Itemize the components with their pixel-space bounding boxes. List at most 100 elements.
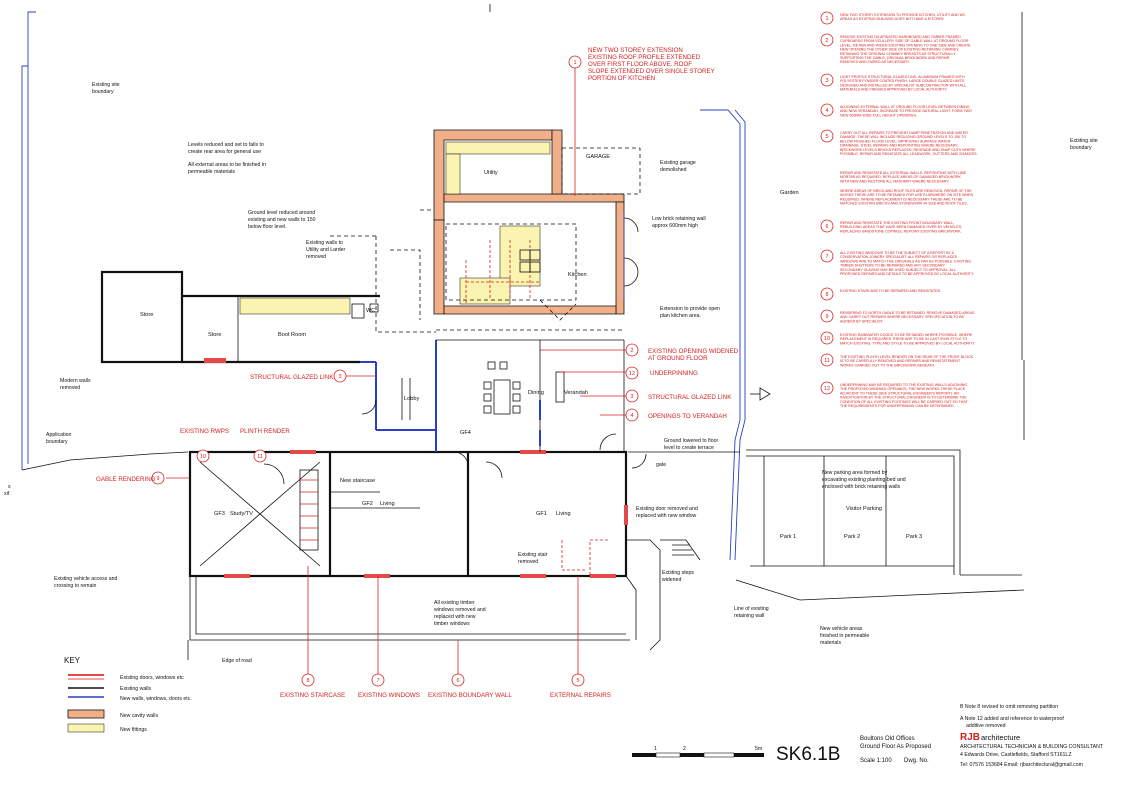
key-swatches [67,674,105,733]
callout-4-text: OPENINGS TO VERANDAH [648,413,727,420]
note-3-text: LIGHT PROFILE STRUCTURAL GLAZED LINK, AL… [840,75,966,92]
scale-bar [632,752,764,758]
callout-7-text: EXISTING WINDOWS [358,692,420,699]
notes-column: NEW TWO STOREY EXTENSION TO PROVIDE KITC… [840,13,977,408]
note-bubble-5 [820,129,834,143]
note-general-text: WHERE AREAS OF BRICK AND ROOF TILES ARE … [840,189,974,206]
callout-bubble-number: 10 [200,454,206,460]
callout-bubble-8 [301,673,315,687]
callout-bubble-number: 2 [631,348,634,354]
dwg-label: Dwg. No. [904,758,929,764]
note-bubble-number: 8 [826,292,829,298]
note-5-text: CARRY OUT ALL REPAIRS TO PREVENT DAMP PE… [840,131,977,156]
room-verandah: Verandah [564,390,588,396]
callout-bubble-number: 8 [307,678,310,684]
note-bubble-number: 2 [826,38,829,44]
note-general-text: REPAIR AND REINSTATE ALL EXTERNAL WALLS,… [840,171,967,183]
firm-address: 4 Edwards Drive, Castlefields, Stafford … [960,752,1072,758]
callout-bubble-1 [568,55,582,69]
callout-bubble-11 [253,449,267,463]
scale-label: Scale 1:100 [860,758,892,764]
parking-bay-3: Park 3 [906,534,922,540]
callout-bubble-number: 4 [631,413,634,419]
callout-bubble-number: 9 [157,476,160,482]
room-garage: GARAGE [586,154,610,160]
gate-label: gate [656,462,666,468]
rear-wing-walls [100,270,436,431]
note-bubble-number: 6 [826,224,829,230]
callout-bubble-12 [625,366,639,380]
note-bubble-12 [820,381,834,395]
callout-bubble-6 [451,673,465,687]
callout-3b-text: STRUCTURAL GLAZED LINK [648,394,732,401]
dining-verandah [435,329,625,452]
callout-9-text: GABLE RENDERING [96,476,156,483]
callout-3a-text: STRUCTURAL GLAZED LINK [250,374,334,381]
callout-6-text: EXISTING BOUNDARY WALL [428,692,512,699]
callout-bubble-number: 12 [629,371,635,377]
note-bubble-number: 7 [826,254,829,260]
room-wc: WC [366,308,375,314]
note-bubble-number: 12 [824,386,830,392]
note-10-text: EXISTING RAINWATER GOODS TO BE RETAINED … [840,333,975,345]
room-store-1: Store [140,312,153,318]
key-title: KEY [64,656,81,665]
revision-a: A Note 12 added and reference to waterpr… [960,716,1064,722]
scale-tick-2: 2 [683,746,686,752]
room-living-1: Living [556,511,571,517]
firm-suffix: architecture [981,733,1020,742]
note-bubble-2 [820,33,834,47]
note-6-text: REPAIR AND REINSTATE THE EXISTING FRONT … [840,221,962,233]
front-block-walls [187,450,701,660]
room-lobby: Lobby [404,396,419,402]
revision-a-cont: additive removed [966,723,1006,729]
callout-bubble-9 [151,471,165,485]
callout-bubble-number: 5 [577,678,580,684]
project-name: Boultons Old Offices [860,736,915,742]
parking-bay-2: Park 2 [844,534,860,540]
callout-bubble-number: 3 [631,394,634,400]
room-utility: Utility [484,170,498,176]
note-bubble-number: 4 [826,108,829,114]
area-garden: Garden [780,190,799,196]
note-7-text: ALL EXISTING WINDOWS TO BE THE SUBJECT O… [840,251,974,276]
parking-bay-1: Park 1 [780,534,796,540]
room-kitchen: Kitchen [568,272,587,278]
key-item-cavity-walls: New cavity walls [120,713,158,719]
callout-11-text: PLINTH RENDER [240,428,290,435]
room-boot-room: Boot Room [278,332,306,338]
room-new-staircase: New staircase [340,478,375,484]
callout-bubble-5 [571,673,585,687]
key-item-existing-doors: Existing doors, windows etc [120,675,184,681]
drawing-number: SK6.1B [776,744,840,765]
scale-tick-5m: 5m [755,746,762,752]
sheet-title: Ground Floor As Proposed [860,744,931,750]
note-bubble-8 [820,287,834,301]
note-bubble-11 [820,353,834,367]
firm-tagline: ARCHITECTURAL TECHNICIAN & BUILDING CONS… [960,744,1104,750]
note-1-text: NEW TWO STOREY EXTENSION TO PROVIDE KITC… [840,13,966,21]
note-9-text: RENDERING TO NORTH GABLE TO BE RETAINED,… [840,311,975,323]
callout-5-text: EXTERNAL REPAIRS [550,692,611,699]
